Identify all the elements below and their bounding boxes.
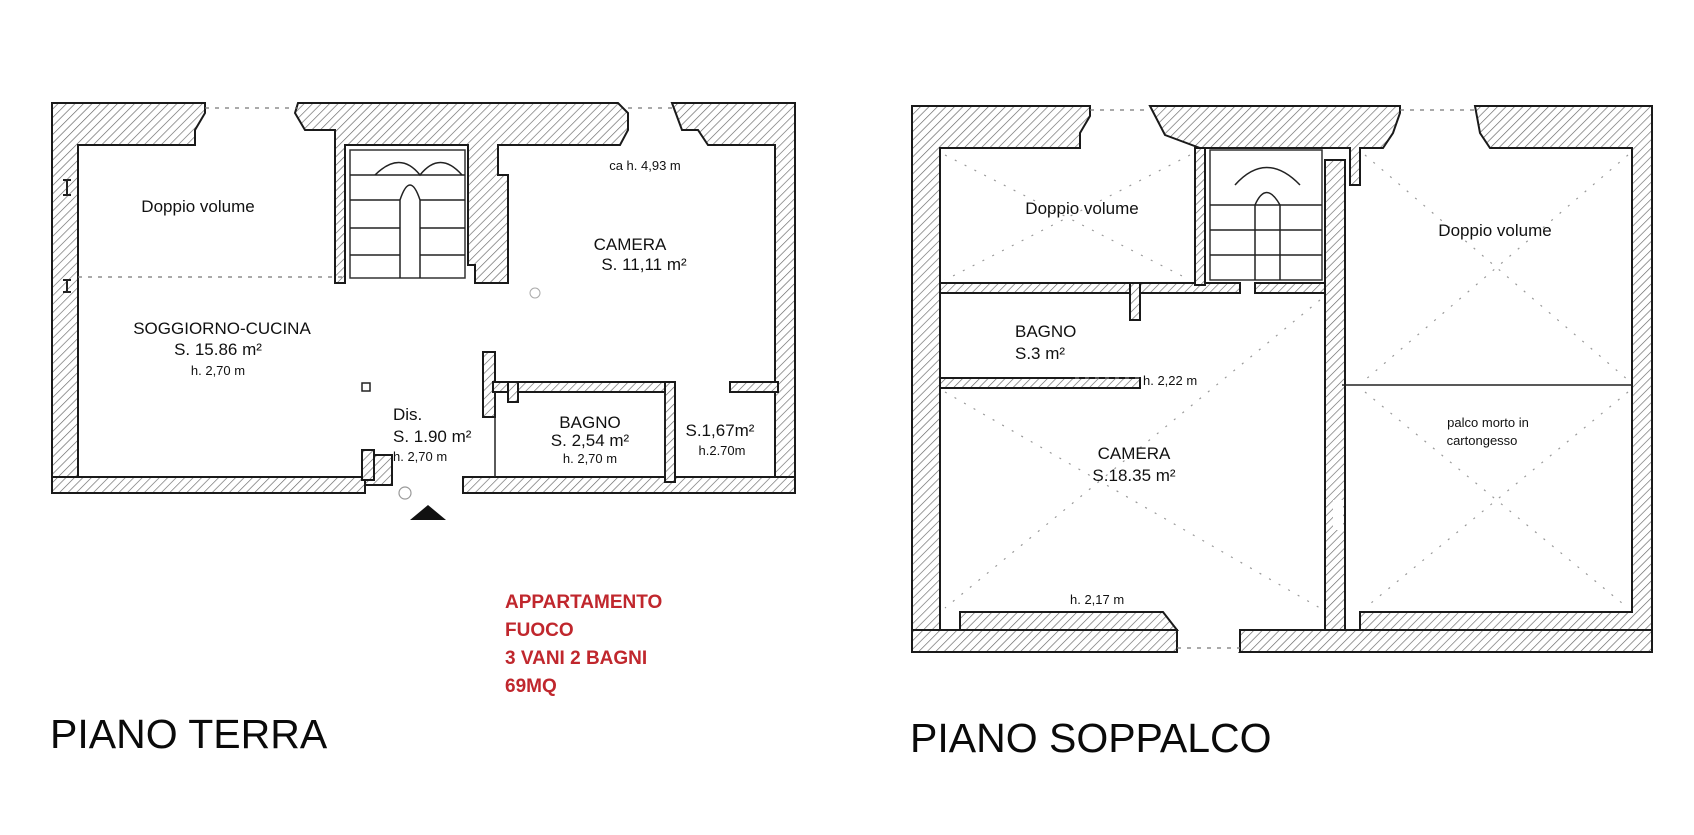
room-dis-height: h. 2,70 m — [393, 449, 447, 464]
listing-line-1: APPARTAMENTO — [505, 592, 662, 613]
partition-stair-bottom — [1254, 282, 1326, 294]
partition-doppio-right — [1194, 147, 1206, 286]
listing-info: APPARTAMENTO FUOCO 3 VANI 2 BAGNI 69MQ — [505, 592, 662, 697]
room-soggiorno-height: h. 2,70 m — [191, 363, 245, 378]
room-doppio-volume: Doppio volume — [141, 197, 254, 216]
room-dis-name: Dis. — [393, 405, 422, 424]
ground-floor-plan: Doppio volume ca h. 4,93 m CAMERA S. 11,… — [50, 102, 796, 757]
mezzanine-bagno-name: BAGNO — [1015, 322, 1076, 341]
mezzanine-bottom-right — [1239, 629, 1653, 653]
mezzanine-height-note-1: h. 2,22 m — [1143, 373, 1197, 388]
mezzanine-title: PIANO SOPPALCO — [910, 715, 1272, 761]
mezzanine-outer-wall — [911, 105, 1180, 641]
mezzanine-right-wall — [1238, 105, 1653, 653]
mezzanine-doppio-volume-left: Doppio volume — [1025, 199, 1138, 218]
room-soggiorno-area: S. 15.86 m² — [174, 340, 262, 359]
partition-dis-left — [361, 449, 375, 481]
room-bagno-area: S. 2,54 m² — [551, 431, 630, 450]
room-bagno-name: BAGNO — [559, 413, 620, 432]
partition-bagno-top — [492, 381, 676, 393]
partition-bagno-bottom — [939, 377, 1141, 389]
mezzanine-palco-line-2: cartongesso — [1447, 433, 1518, 448]
ground-floor-bottom-wall-right — [462, 476, 796, 494]
mezzanine-palco-line-1: palco morto in — [1447, 415, 1529, 430]
mezzanine-plan: Doppio volume Doppio volume BAGNO S.3 m²… — [910, 105, 1653, 761]
room-camera-area: S. 11,11 m² — [601, 255, 687, 274]
mezzanine-bagno-area: S.3 m² — [1015, 344, 1065, 363]
partition-doppio-bottom — [939, 282, 1241, 294]
listing-line-2: FUOCO — [505, 620, 574, 641]
room-soggiorno-name: SOGGIORNO-CUCINA — [133, 319, 311, 338]
mezzanine-camera-name: CAMERA — [1098, 444, 1171, 463]
room-camera-name: CAMERA — [594, 235, 667, 254]
height-note-camera: ca h. 4,93 m — [609, 158, 681, 173]
mezzanine-divider-wall — [1324, 159, 1346, 631]
ground-floor-staircase — [349, 149, 466, 279]
room-dis-area: S. 1.90 m² — [393, 427, 472, 446]
partition-bagno-left-stub — [507, 381, 519, 403]
partition-small-top — [729, 381, 779, 393]
entrance-arrow-icon — [410, 505, 446, 520]
mezzanine-camera-area: S.18.35 m² — [1092, 466, 1175, 485]
mezzanine-bottom-left — [911, 629, 1178, 653]
ground-floor-bottom-wall-left — [51, 476, 366, 494]
mezzanine-height-note-2: h. 2,17 m — [1070, 592, 1124, 607]
mezzanine-staircase — [1209, 149, 1323, 281]
mezzanine-doppio-volume-right: Doppio volume — [1438, 221, 1551, 240]
room-small-area: S.1,67m² — [686, 421, 755, 440]
listing-line-3: 3 VANI 2 BAGNI — [505, 648, 647, 669]
ground-floor-title: PIANO TERRA — [50, 711, 328, 757]
listing-line-4: 69MQ — [505, 676, 557, 697]
room-bagno-height: h. 2,70 m — [563, 451, 617, 466]
partition-bagno-stub — [1129, 282, 1141, 321]
mezzanine-top-middle-wall — [1148, 105, 1401, 186]
partition-bagno-right — [664, 381, 676, 483]
room-small-height: h.2.70m — [699, 443, 746, 458]
